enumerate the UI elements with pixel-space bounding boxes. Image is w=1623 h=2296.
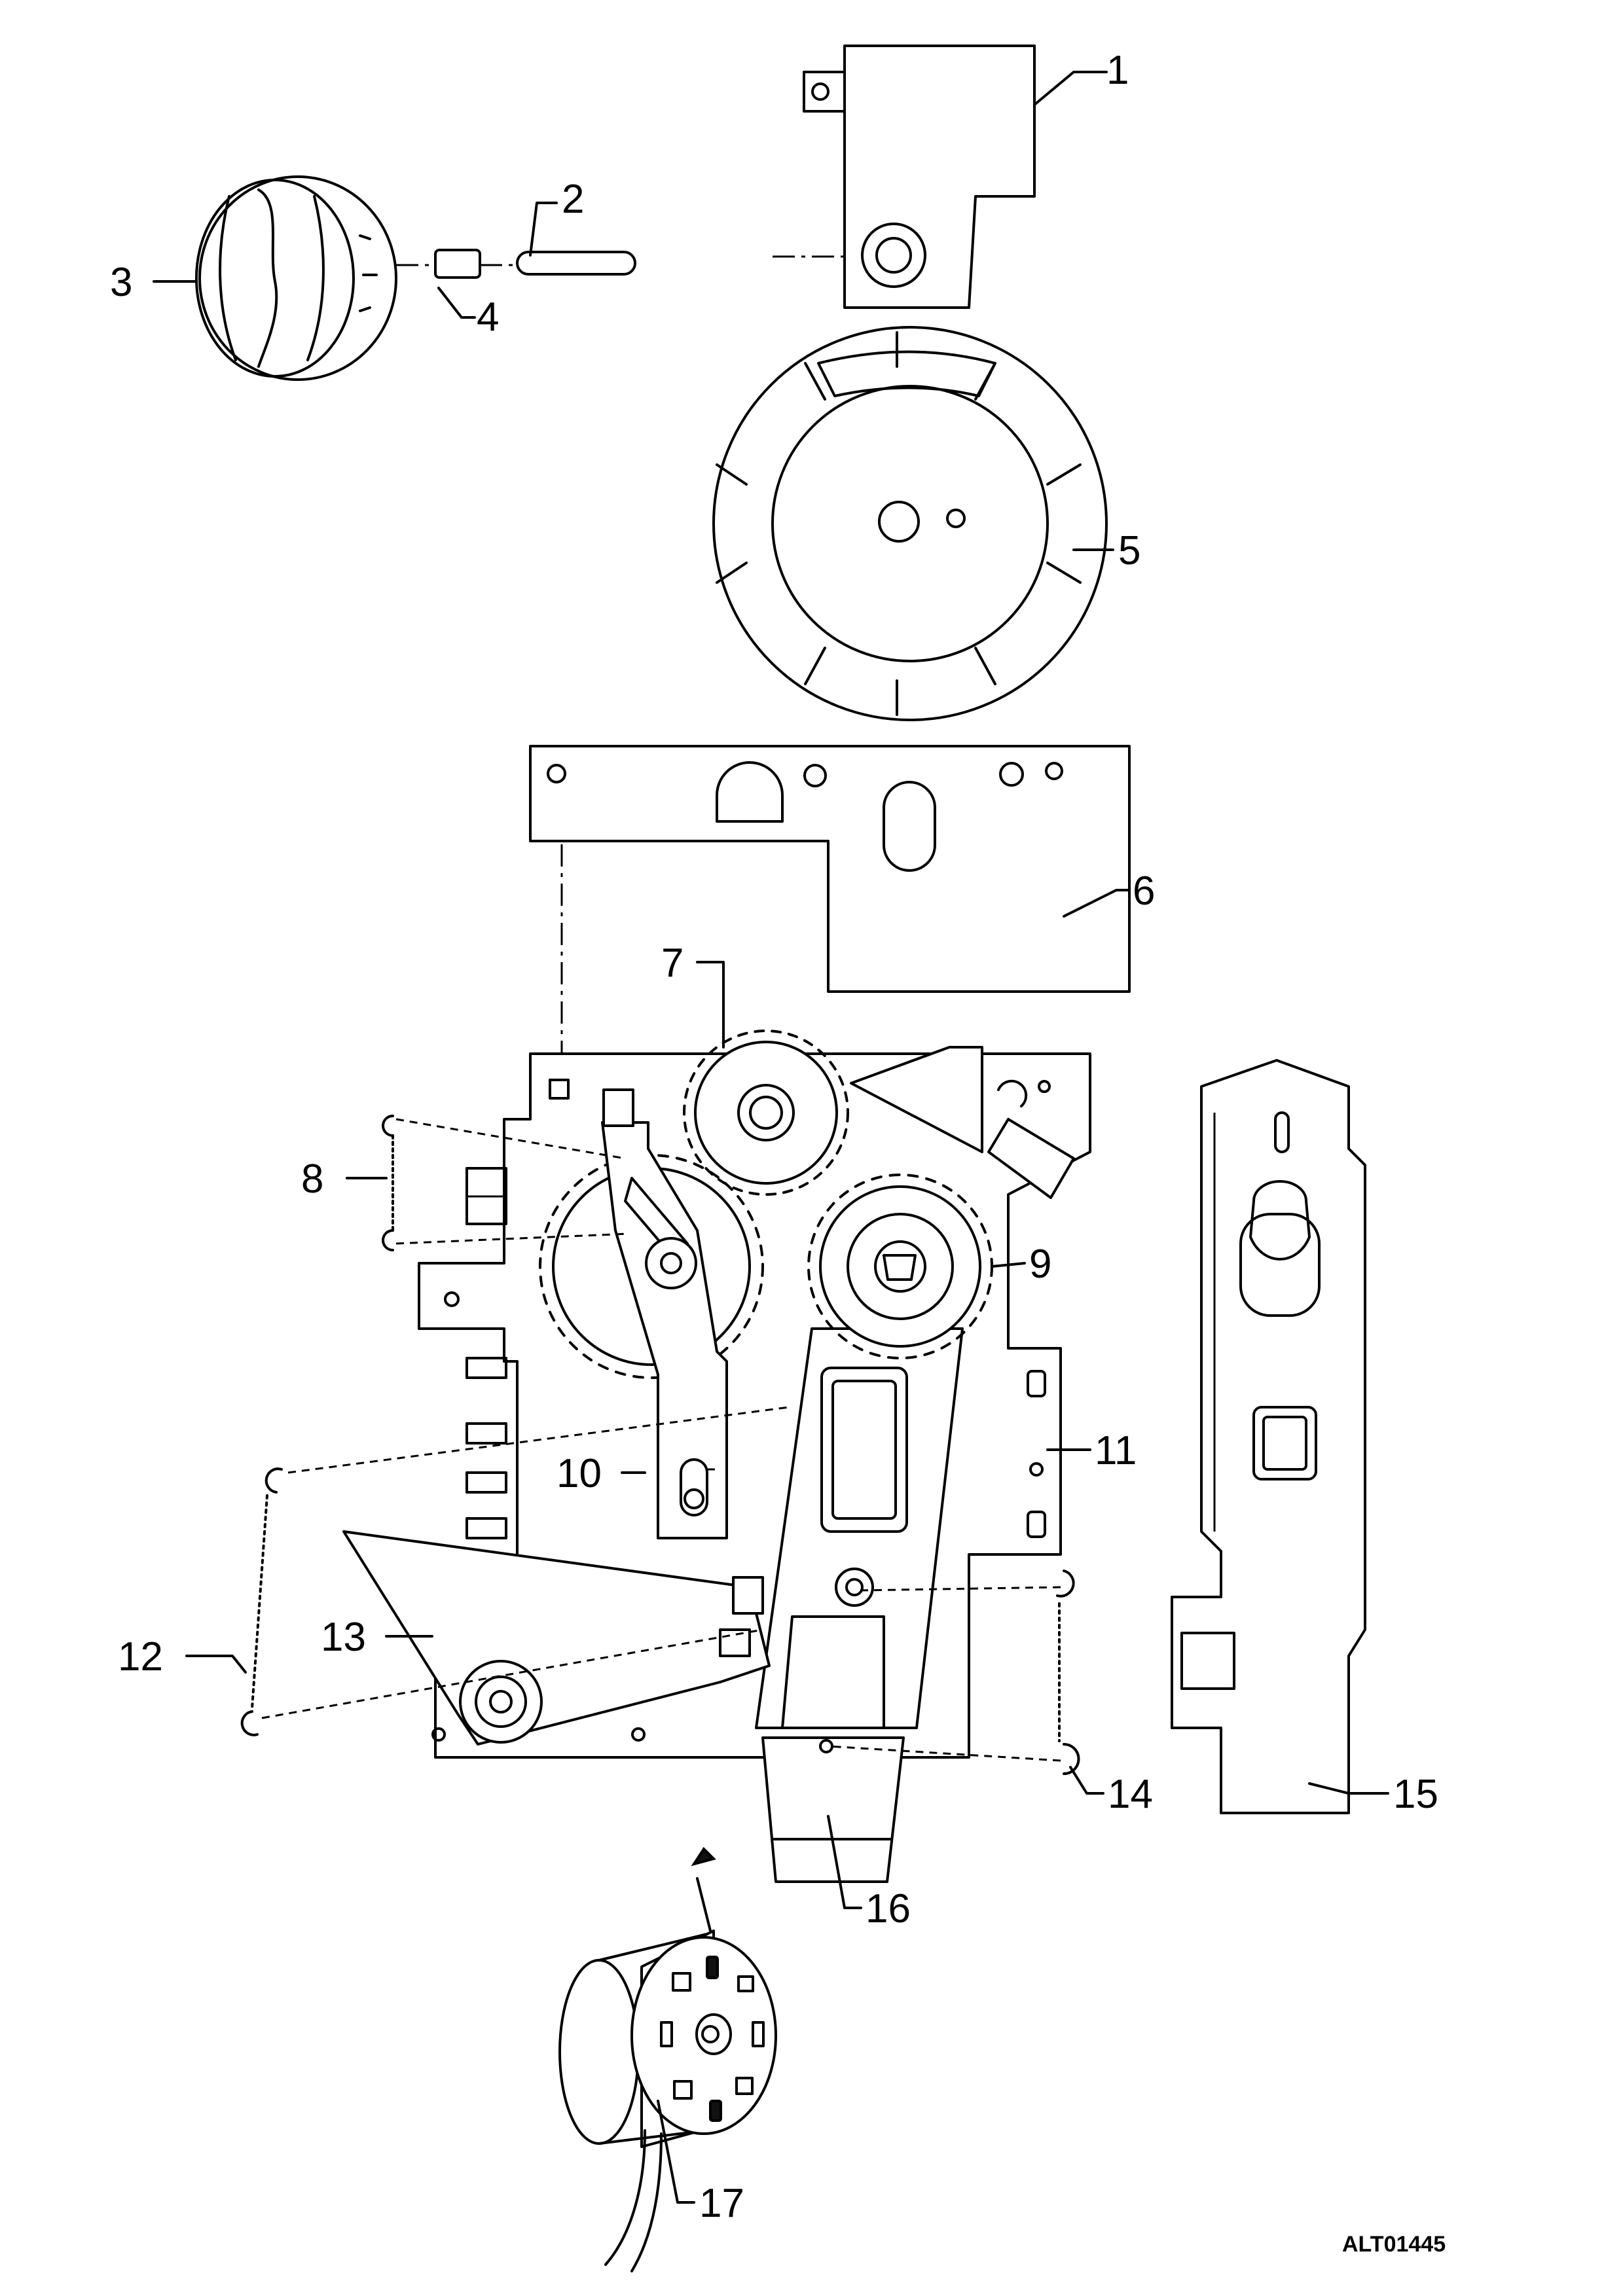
callout-16: 16 [866,1886,911,1931]
part-12-spring [240,1467,283,1736]
figure-code: ALT01445 [1342,2232,1446,2257]
callout-labels: 1 2 3 4 5 6 7 8 9 10 11 12 13 14 15 16 1… [110,48,1438,2226]
part-15-side-rail [1171,1059,1366,1814]
callout-15: 15 [1393,1772,1438,1817]
part-1-bracket [803,45,1036,309]
part-13-lever-plate [342,1530,771,1746]
part-17-motor [558,1846,777,2272]
callout-9: 9 [1029,1242,1051,1287]
part-16-slide [761,1736,905,1883]
part-6-top-plate [529,745,1131,993]
callout-1: 1 [1106,48,1129,93]
callout-2: 2 [562,177,584,222]
callout-14: 14 [1108,1772,1153,1817]
callout-11: 11 [1095,1428,1137,1473]
callout-10: 10 [556,1451,602,1496]
callout-5: 5 [1118,528,1140,573]
callout-12: 12 [118,1634,163,1679]
leader-lines [153,71,1389,2204]
callout-13: 13 [321,1615,366,1660]
callout-7: 7 [661,941,684,986]
part-8-spring [382,1115,394,1251]
part-10-lever [601,1088,728,1539]
part-2-shaft-pin [516,251,636,276]
part-14-spring [1056,1570,1080,1775]
part-4-sleeve [434,249,481,279]
part-3-knob [195,175,397,381]
callout-17: 17 [699,2181,744,2226]
part-5-cam-dial [712,326,1108,721]
callout-3: 3 [110,260,132,305]
callout-4: 4 [477,295,499,340]
callout-8: 8 [301,1157,323,1202]
part-9-gear-arm-assembly [755,1046,1075,1729]
callout-6: 6 [1133,869,1155,914]
part-7-gear [683,1030,849,1196]
